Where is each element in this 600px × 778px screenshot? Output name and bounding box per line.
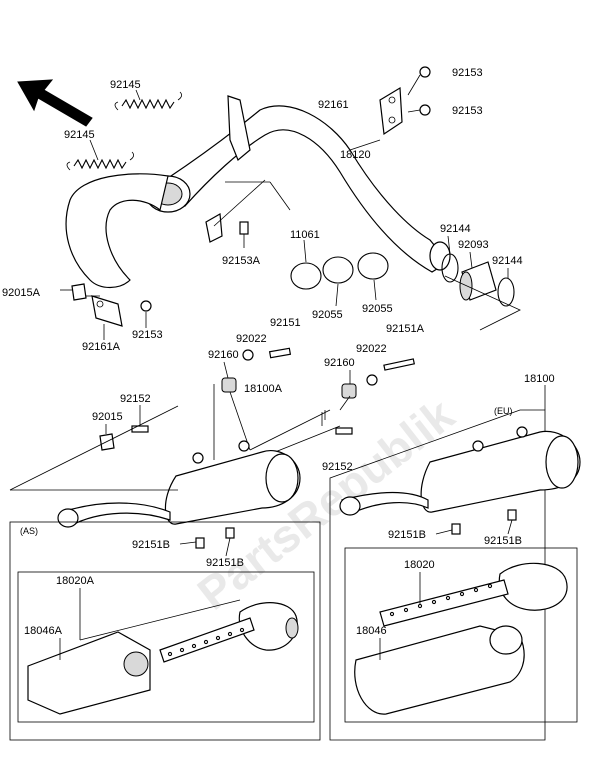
label-18020: 18020 [404, 559, 435, 571]
packing-18046 [354, 625, 525, 715]
header-bracket [227, 95, 251, 161]
label-92161: 92161 [318, 99, 349, 111]
label-92153-lower: 92153 [452, 105, 483, 117]
label-92151B-as-right: 92151B [206, 557, 244, 569]
label-92161A: 92161A [82, 341, 121, 353]
label-92152-right: 92152 [322, 461, 353, 473]
label-92151: 92151 [270, 317, 301, 329]
bolt-92153-upper [419, 66, 431, 78]
label-92160-left: 92160 [208, 349, 239, 361]
label-18046A: 18046A [24, 625, 63, 637]
gasket-92055-right [357, 252, 389, 280]
label-92145-upper: 92145 [110, 79, 141, 91]
spring-92145-lower [66, 151, 134, 171]
frame-eu-inner [344, 547, 578, 723]
bolt-92153-lower [419, 104, 431, 116]
label-92153-upper: 92153 [452, 67, 483, 79]
label-92151A: 92151A [386, 323, 425, 335]
spring-92145-upper [114, 91, 182, 111]
collar-92160-right [341, 383, 357, 399]
bolt-92151A [383, 358, 416, 371]
bracket-92161 [379, 86, 403, 136]
muffler-18100A [57, 440, 301, 528]
label-92151B-eu-left: 92151B [388, 529, 426, 541]
bracket-92161A [91, 295, 123, 327]
label-92015: 92015 [92, 411, 123, 423]
front-direction-arrow-icon [17, 79, 93, 127]
bolt-92151 [268, 347, 292, 359]
label-18100: 18100 [524, 373, 555, 385]
frame-as [9, 521, 321, 741]
bolt-92151B-as-left [195, 537, 205, 549]
clamp-92015A [71, 283, 87, 301]
label-18120: 18120 [340, 149, 371, 161]
label-92093: 92093 [458, 239, 489, 251]
frame-as-inner [17, 571, 315, 723]
label-92153-left: 92153 [132, 329, 163, 341]
bolt-92151B-as-right [225, 527, 235, 539]
label-18020A: 18020A [56, 575, 95, 587]
gasket-92055-left [322, 256, 354, 284]
end-cap-18020 [379, 562, 568, 627]
label-92160-right: 92160 [324, 357, 355, 369]
bolt-92151B-eu-left [451, 523, 461, 535]
clip-92144-right [497, 277, 515, 307]
label-92151B-as-left: 92151B [132, 539, 170, 551]
label-eu: (EU) [494, 406, 513, 416]
pipe-mount-tab [205, 213, 223, 243]
label-18100A: 18100A [244, 383, 283, 395]
bolt-92152-left [131, 425, 149, 433]
label-92055-left: 92055 [312, 309, 343, 321]
bolt-92152-right [335, 427, 353, 435]
packing-18046A [27, 631, 151, 715]
bolt-92153-left [140, 300, 152, 312]
label-92144-left: 92144 [440, 223, 471, 235]
label-11061: 11061 [290, 229, 320, 241]
label-92153A: 92153A [222, 255, 261, 267]
clamp-92015 [99, 433, 115, 451]
label-92144-right: 92144 [492, 255, 523, 267]
washer-92022-left [242, 349, 254, 361]
muffler-18100 [339, 426, 581, 516]
bolt-92151B-eu-right [507, 509, 517, 521]
label-92151B-eu-right: 92151B [484, 535, 522, 547]
label-92152-left: 92152 [120, 393, 151, 405]
gasket-11061 [290, 262, 322, 290]
end-cap-18020A [159, 602, 299, 663]
label-92015A: 92015A [2, 287, 41, 299]
collar-92160-left [221, 377, 237, 393]
bolt-92153A [239, 221, 249, 248]
label-92022-right: 92022 [356, 343, 387, 355]
washer-92022-right [366, 374, 378, 386]
label-92055-right: 92055 [362, 303, 393, 315]
label-18046: 18046 [356, 625, 387, 637]
label-92022-left: 92022 [236, 333, 267, 345]
label-as: (AS) [20, 526, 38, 536]
label-92145-lower: 92145 [64, 129, 95, 141]
joint-92093 [459, 261, 497, 301]
